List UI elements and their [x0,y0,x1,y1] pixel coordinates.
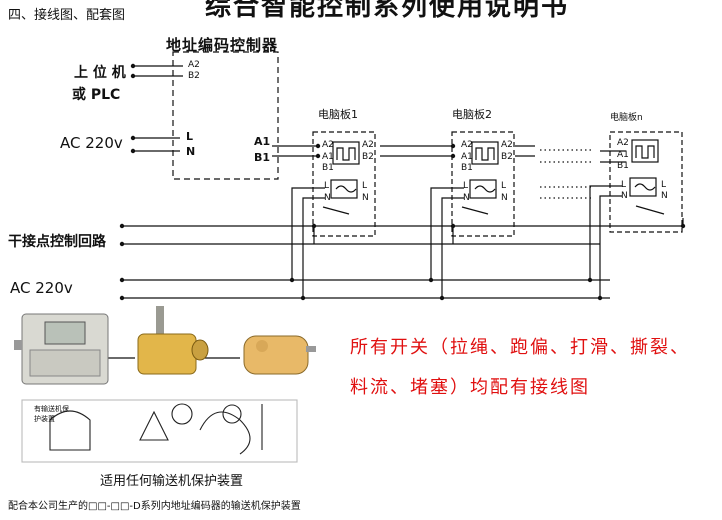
plc-label: 或 PLC [72,87,121,103]
board-1-box [312,131,376,237]
b1-drop-l [291,187,325,280]
controller-title: 地址编码控制器 [166,36,279,54]
board-2-b2-right: B2 [501,152,513,162]
board-2-n: N [463,193,470,203]
board-1-l-right: L [362,181,368,191]
b2-drop-l [430,187,464,280]
deviation-switch-icon [243,335,316,375]
footnote: 配合本公司生产的□□-□□-D系列内地址编码器的输送机保护装置 [8,501,301,512]
board-1-a1: A1 [322,152,334,162]
pull-cord-switch-icon [137,306,209,375]
section-title: 四、接线图、配套图 [8,8,126,23]
devices-caption: 适用任何输送机保护装置 [100,474,244,489]
term-n: N [186,145,196,158]
board-1-a2-right: A2 [362,140,374,150]
red-note-line-1: 所有开关（拉绳、跑偏、打滑、撕裂、 [350,337,690,358]
board-n-converter [629,177,657,197]
conveyor-protection-sketch-icon [21,399,298,463]
controller-box [172,51,279,180]
term-l: L [186,130,194,143]
board-n-n-right: N [661,191,668,201]
term-b1: B1 [254,151,271,164]
board-2-l: L [463,181,469,191]
board-n-pulse-icon [635,145,655,159]
upper-machine-label: 上 位 机 [74,65,126,81]
board-n-n: N [621,191,628,201]
bn-drop-l [589,185,622,280]
board-2-b1: B1 [461,163,473,173]
board-2-relay [471,141,499,165]
board-2-box [451,131,515,237]
board-1-b2-right: B2 [362,152,374,162]
board-1-l: L [324,181,330,191]
board-n-a1: A1 [617,150,629,160]
board-n-title: 电脑板n [610,113,643,123]
board-2-pulse-icon [475,147,495,161]
ac-bus-label: AC 220v [10,279,73,297]
board-2-a2: A2 [461,140,473,150]
term-b2: B2 [188,71,200,81]
board-2-l-right: L [501,181,507,191]
term-a2: A2 [188,60,200,70]
board-n-relay [631,139,659,163]
board-2-a1: A1 [461,152,473,162]
board-1-n-right: N [362,193,369,203]
board-n-box [609,131,683,233]
b2-drop-n [441,197,464,298]
board-n-l: L [621,180,627,190]
sketch-label-1: 有输送机保护装置 [34,405,69,423]
board-n-b1: B1 [617,161,629,171]
board-2-switch [461,206,489,215]
board-2-wave-icon [474,185,496,193]
term-a1: A1 [254,135,271,148]
bn-drop-n [599,195,622,298]
board-1-b1: B1 [322,163,334,173]
address-encoder-device-icon [14,313,109,385]
controller-ac-label: AC 220v [60,134,123,152]
board-1-converter [330,179,358,199]
board-1-a2: A2 [322,140,334,150]
board-1-n: N [324,193,331,203]
board-1-relay [332,141,360,165]
dry-contact-label: 干接点控制回路 [8,234,106,250]
board-1-pulse-icon [336,147,356,161]
board-n-l-right: L [661,180,667,190]
board-2-title: 电脑板2 [452,108,492,121]
board-1-wave-icon [335,185,357,193]
board-n-switch [635,205,665,215]
board-1-title: 电脑板1 [318,108,358,121]
board-2-converter [469,179,497,199]
board-1-switch [322,206,350,215]
document-title: 综合智能控制系列使用说明书 [205,0,570,22]
red-note-line-2: 料流、堵塞）均配有接线图 [350,377,590,398]
board-n-wave-icon [634,183,656,191]
board-2-a2-right: A2 [501,140,513,150]
board-2-n-right: N [501,193,508,203]
b1-drop-n [302,197,325,298]
board-n-a2: A2 [617,138,629,148]
